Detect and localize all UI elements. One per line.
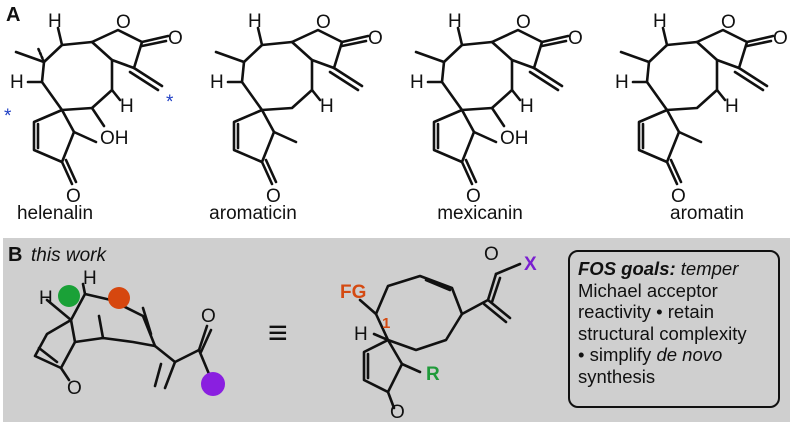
name-aromaticin: aromaticin xyxy=(209,203,297,224)
structure-2d-scaffold: FG 1 H R O O X xyxy=(340,244,537,423)
helenalin-o-ring: O xyxy=(116,12,131,33)
locant-1: 1 xyxy=(382,315,390,332)
x-label: X xyxy=(524,254,537,275)
fos-goals-box: FOS goals: temper Michael acceptor react… xyxy=(568,250,780,408)
name-aromatin: aromatin xyxy=(670,203,744,224)
right-h: H xyxy=(354,324,368,345)
scaffold-o-carbonyl: O xyxy=(201,306,216,327)
aromaticin-o-ring: O xyxy=(316,12,331,33)
aromatin-h-top: H xyxy=(653,11,667,32)
goals-line5-italic: de novo xyxy=(656,344,723,365)
goals-line1-rest: temper xyxy=(680,258,739,279)
aromaticin-o-ketone: O xyxy=(266,186,281,207)
mexicanin-o-ring: O xyxy=(516,12,531,33)
structure-3d-scaffold: H H O O xyxy=(33,268,225,399)
helenalin-h-left: H xyxy=(10,72,24,93)
fg-label: FG xyxy=(340,282,366,303)
dot-purple xyxy=(201,372,225,396)
panel-b-subtitle: this work xyxy=(31,245,106,266)
mexicanin-o-carbonyl: O xyxy=(568,28,583,49)
mexicanin-h-mid: H xyxy=(520,96,534,117)
aromaticin-h-top: H xyxy=(248,11,262,32)
goals-line-6: synthesis xyxy=(578,365,656,387)
r-label: R xyxy=(426,364,440,385)
helenalin-o-ketone: O xyxy=(66,186,81,207)
goals-line-3: reactivity • retain xyxy=(578,301,715,322)
panel-b-letter: B xyxy=(8,244,23,266)
aromatin-o-ring: O xyxy=(721,12,736,33)
equivalence-symbol: ≡ xyxy=(268,314,288,352)
mexicanin-oh: OH xyxy=(500,128,529,149)
right-o-ketone: O xyxy=(390,402,405,423)
helenalin-star-right: * xyxy=(166,92,174,113)
dot-green xyxy=(58,285,80,307)
goals-line-1: FOS goals: temper xyxy=(578,258,770,280)
aromatin-o-ketone: O xyxy=(671,186,686,207)
helenalin-o-carbonyl: O xyxy=(168,28,183,49)
structure-aromatin: H O O H H O xyxy=(615,11,788,207)
goals-heading: FOS goals: xyxy=(578,258,676,279)
scaffold-o-ketone: O xyxy=(67,378,82,399)
right-o-carbonyl: O xyxy=(484,244,499,265)
aromaticin-h-left: H xyxy=(210,72,224,93)
scaffold-h1: H xyxy=(39,288,53,309)
scaffold-h2: H xyxy=(83,268,97,289)
mexicanin-o-ketone: O xyxy=(466,186,481,207)
name-mexicanin: mexicanin xyxy=(437,203,523,224)
helenalin-h-top: H xyxy=(48,11,62,32)
aromaticin-o-carbonyl: O xyxy=(368,28,383,49)
helenalin-star-left: * xyxy=(4,106,12,127)
structure-helenalin: H O O H H OH O * * xyxy=(4,11,183,207)
goals-line-4: structural complexity xyxy=(578,322,747,344)
aromaticin-h-mid: H xyxy=(320,96,334,117)
goals-line-2: Michael acceptor xyxy=(578,279,718,301)
structure-aromaticin: H O O H H O xyxy=(210,11,383,207)
mexicanin-h-left: H xyxy=(410,72,424,93)
dot-orange xyxy=(108,287,130,309)
helenalin-h-mid: H xyxy=(120,96,134,117)
goals-line5-pre: • simplify xyxy=(578,344,657,365)
mexicanin-h-top: H xyxy=(448,11,462,32)
goals-line-5: • simplify de novo xyxy=(578,344,770,366)
aromatin-h-mid: H xyxy=(725,96,739,117)
panel-a-letter: A xyxy=(6,4,21,26)
panel-b: B this work H H O O ≡ xyxy=(3,238,790,423)
aromatin-h-left: H xyxy=(615,72,629,93)
name-helenalin: helenalin xyxy=(16,203,94,224)
structure-mexicanin: H O O H H OH O xyxy=(410,11,583,207)
aromatin-o-carbonyl: O xyxy=(773,28,788,49)
helenalin-oh: OH xyxy=(100,128,129,149)
panel-a: A H xyxy=(4,4,788,224)
